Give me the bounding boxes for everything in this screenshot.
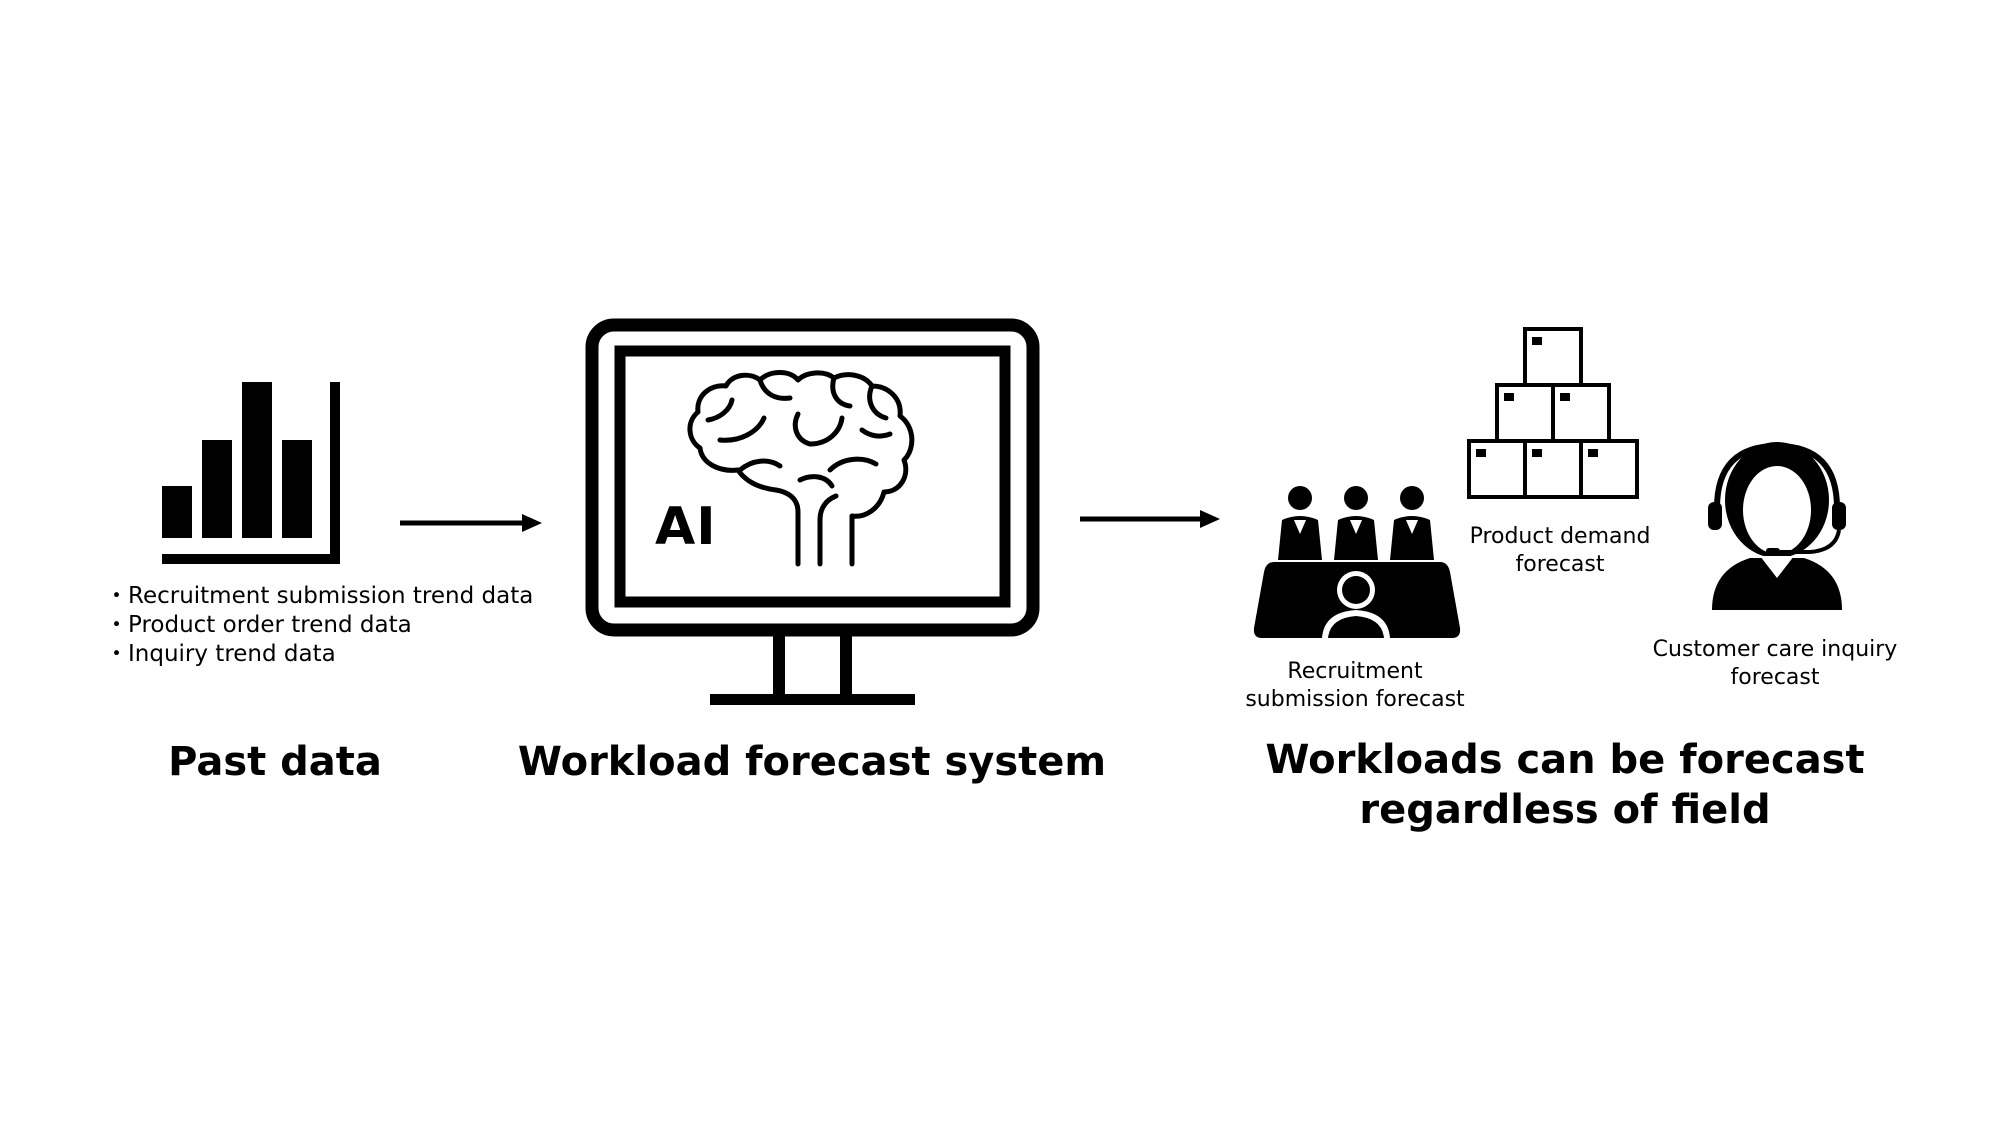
arrow-right-icon	[400, 514, 542, 532]
stacked-boxes-icon	[1467, 327, 1639, 499]
bar-3	[242, 382, 272, 538]
ai-label: AI	[655, 497, 717, 557]
list-item: Recruitment submission trend data	[105, 582, 533, 611]
customer-care-forecast-caption: Customer care inquiry forecast	[1652, 637, 1898, 690]
arrow-right-icon	[1080, 510, 1220, 528]
axis-vertical	[330, 382, 340, 564]
monitor-base	[710, 694, 915, 705]
bar-1	[162, 486, 192, 538]
bar-chart-icon	[162, 382, 340, 564]
monitor-screen	[614, 345, 1011, 608]
monitor-icon	[585, 318, 1040, 705]
bar-4	[282, 440, 312, 538]
list-item: Product order trend data	[105, 611, 533, 640]
bar-2	[202, 440, 232, 538]
past-data-heading: Past data	[168, 739, 382, 785]
headset-operator-icon	[1708, 442, 1846, 610]
recruitment-forecast-caption: Recruitment submission forecast	[1245, 659, 1465, 712]
monitor-stand-left	[773, 633, 785, 695]
list-item: Inquiry trend data	[105, 640, 533, 669]
interview-panel-icon	[1253, 486, 1461, 638]
monitor-bezel	[585, 318, 1040, 637]
past-data-list: Recruitment submission trend data Produc…	[105, 582, 533, 669]
axis-horizontal	[162, 554, 340, 564]
outputs-heading: Workloads can be forecast regardless of …	[1265, 737, 1865, 833]
brain-icon	[687, 370, 915, 567]
product-forecast-caption: Product demand forecast	[1469, 524, 1651, 577]
monitor-stand-right	[840, 633, 852, 695]
system-heading: Workload forecast system	[517, 739, 1107, 785]
